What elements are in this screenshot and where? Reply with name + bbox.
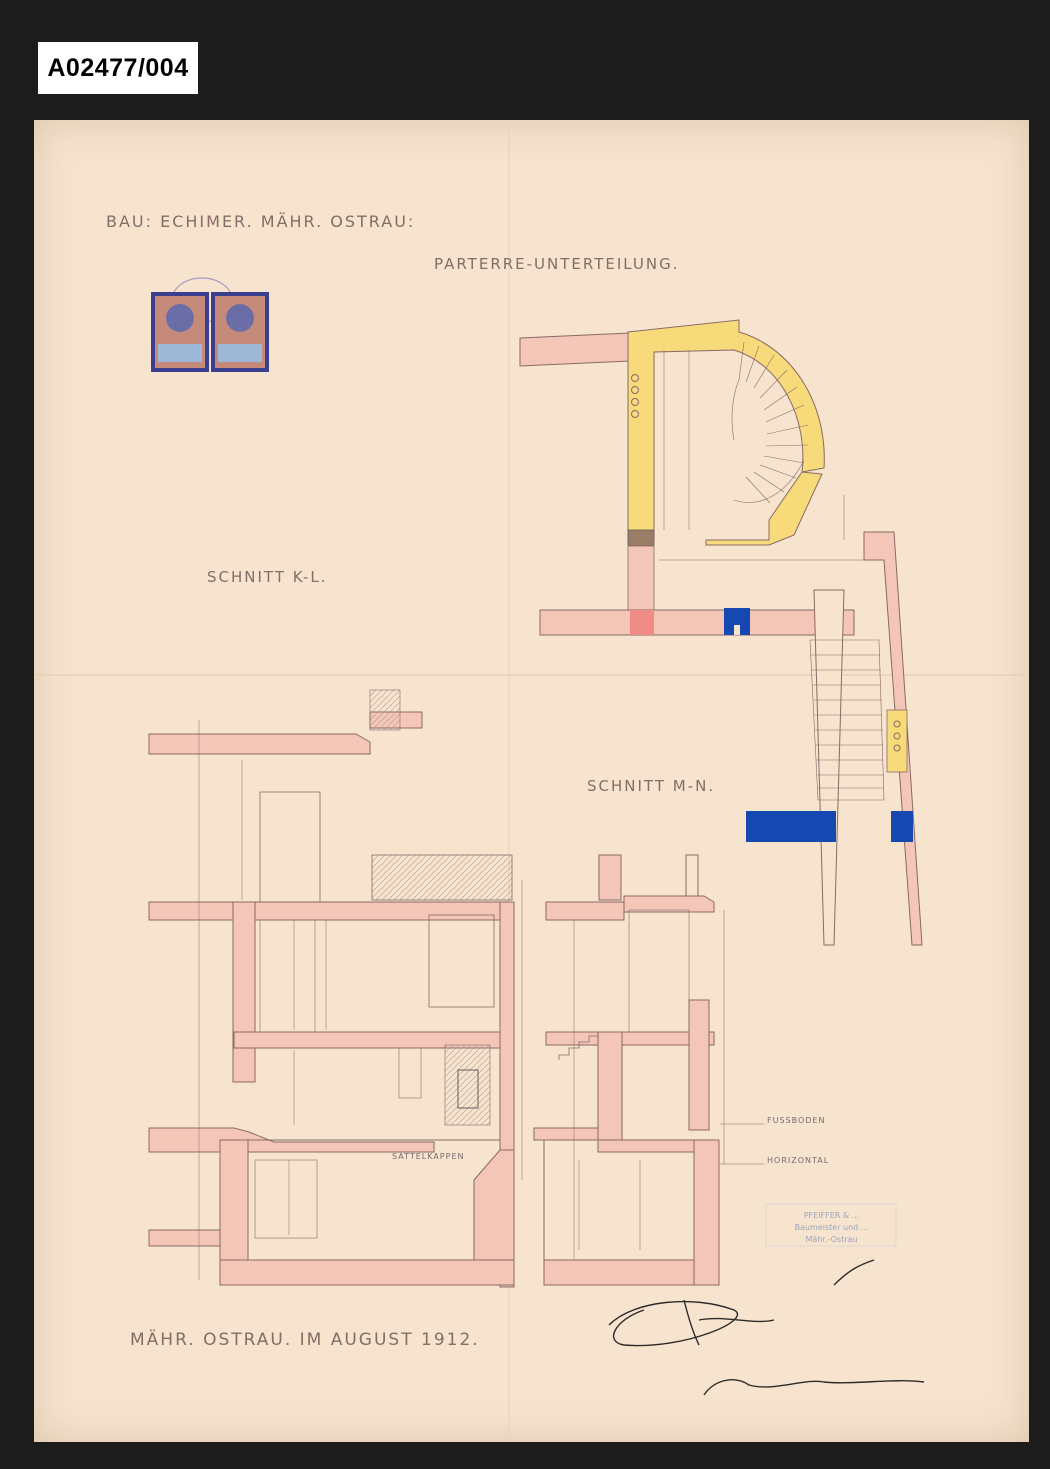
office-stamp [765,1203,897,1247]
section-kl [148,689,523,1288]
level-horizont-label: HORIZONTAL [767,1156,830,1165]
revenue-stamps [151,277,269,372]
section-kl-title: SCHNITT K-L. [207,568,328,586]
satteldach-label: SATTELKAPPEN [392,1152,465,1161]
section-mn [533,854,764,1286]
level-fussboden-label: FUSSBODEN [767,1116,826,1125]
floor-plan [519,319,923,946]
plan-title: PARTERRE-UNTERTEILUNG. [434,255,680,273]
stamp-line: PFEIFFER & ... [803,1211,860,1220]
place-date: MÄHR. OSTRAU. IM AUGUST 1912. [130,1330,480,1350]
archive-label: A02477/004 [38,42,198,94]
signatures [608,1259,925,1396]
drawing-sheet: BAU: ECHIMER. MÄHR. OSTRAU: PARTERRE-UNT… [34,120,1029,1442]
stamp-line: Mähr.-Ostrau [805,1235,858,1244]
section-mn-title: SCHNITT M-N. [587,777,716,795]
stamp-line: Baumeister und ... [794,1223,869,1232]
office-stamp-text: PFEIFFER & ... Baumeister und ... Mähr.-… [769,1210,894,1246]
architectural-drawing [34,120,1029,1442]
project-title: BAU: ECHIMER. MÄHR. OSTRAU: [106,212,416,231]
